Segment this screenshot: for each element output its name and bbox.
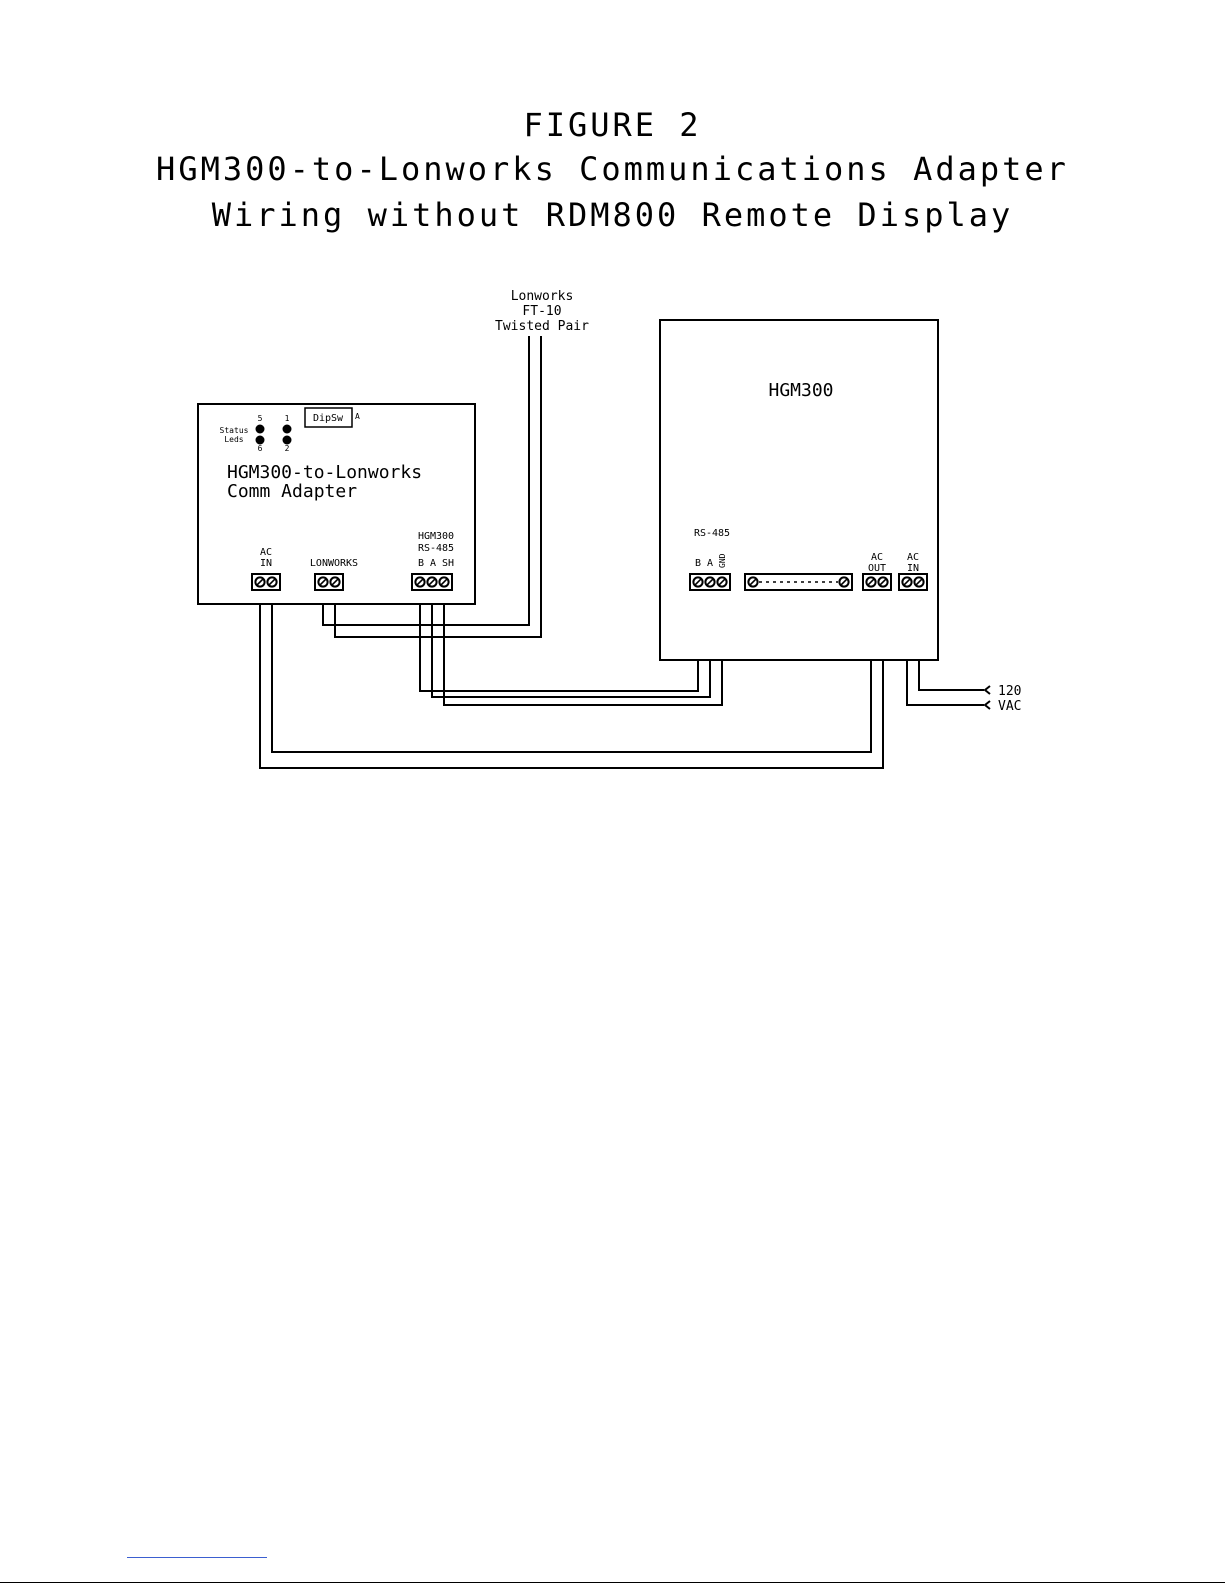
ac-out-terminal-block — [863, 574, 891, 590]
status-led — [256, 436, 265, 445]
ac-in-terminal-block — [252, 574, 280, 590]
status-led — [283, 425, 292, 434]
lonworks-label-line-1: Lonworks — [511, 289, 574, 304]
hgm300-name: HGM300 — [768, 380, 833, 401]
rs485-header-2: RS-485 — [418, 543, 454, 554]
lonworks-terminal-block — [315, 574, 343, 590]
page-bottom-border — [0, 1582, 1225, 1583]
led-6-label: 6 — [258, 444, 263, 453]
power-supply-label: 120 VAC — [998, 684, 1021, 714]
comm-adapter-name-1: HGM300-to-Lonworks — [227, 462, 422, 483]
hgm300-unit: HGM300 RS-485 B A GND AC OUT AC IN — [660, 320, 938, 660]
arrow-icon — [985, 701, 990, 709]
status-leds-label-1: Status — [220, 426, 249, 435]
lonworks-network-label: Lonworks FT-10 Twisted Pair — [495, 289, 589, 334]
status-led — [256, 425, 265, 434]
status-led — [283, 436, 292, 445]
status-leds-label-2: Leds — [224, 435, 243, 444]
rs485-pins-label: B A SH — [418, 558, 454, 569]
lonworks-label-line-3: Twisted Pair — [495, 319, 589, 334]
led-5-label: 5 — [258, 414, 263, 423]
hgm300-pin-a: A — [707, 558, 713, 569]
ac-out-label-1: AC — [871, 552, 883, 563]
comm-adapter: DipSw A 5 6 1 2 Status Leds HGM300-to-Lo… — [198, 404, 475, 604]
hgm300-ac-in-label-2: IN — [907, 563, 919, 574]
footnote-separator — [127, 1557, 267, 1558]
hgm300-pin-gnd: GND — [718, 553, 727, 568]
lonworks-label-line-2: FT-10 — [522, 304, 561, 319]
ac-in-label-1: AC — [260, 547, 272, 558]
lonworks-terminal-label: LONWORKS — [310, 558, 358, 569]
led-2-label: 2 — [285, 444, 290, 453]
arrow-icon — [985, 686, 990, 694]
comm-adapter-name-2: Comm Adapter — [227, 481, 357, 502]
hgm300-rs485-label: RS-485 — [694, 528, 730, 539]
rs485-header-1: HGM300 — [418, 531, 454, 542]
hgm300-ac-in-terminal-block — [899, 574, 927, 590]
hgm300-rs485-terminal-block — [690, 574, 730, 590]
hgm300-box — [660, 320, 938, 660]
power-voltage: 120 — [998, 684, 1021, 699]
hgm300-pin-b: B — [695, 558, 701, 569]
power-type: VAC — [998, 699, 1021, 714]
dip-switch-label: DipSw — [313, 413, 344, 424]
ac-out-label-2: OUT — [868, 563, 886, 574]
multi-terminal-block — [745, 574, 852, 590]
led-1-label: 1 — [285, 414, 290, 423]
rs485-terminal-block — [412, 574, 452, 590]
dip-switch-suffix: A — [355, 412, 360, 421]
hgm300-ac-in-label-1: AC — [907, 552, 919, 563]
ac-in-label-2: IN — [260, 558, 272, 569]
